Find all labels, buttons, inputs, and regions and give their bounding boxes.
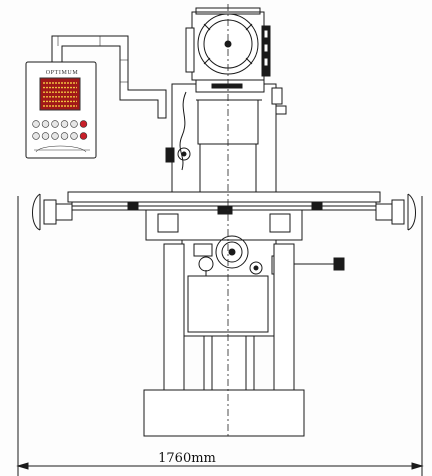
control-button[interactable] [60,120,69,128]
knee-gear [215,235,249,269]
dimension-arrow-left [16,462,29,470]
left-handwheel [32,193,41,231]
control-button[interactable] [70,132,78,140]
control-button[interactable] [51,120,59,128]
control-button[interactable] [60,132,69,140]
control-button[interactable] [32,120,40,128]
cable-conduit [51,35,167,119]
column-left-face [163,243,185,391]
control-panel: OPTIMUM [25,61,97,159]
machine-base [143,243,305,437]
dimension-width-label: 1760mm [158,451,216,466]
dimension-arrow-right [411,462,424,470]
base-plinth [143,389,305,437]
control-button[interactable] [41,120,50,128]
control-button[interactable] [41,132,50,140]
knee-assembly [181,235,345,337]
work-table [32,191,416,241]
control-buttons [32,120,88,140]
stop-button[interactable] [79,132,88,140]
machine-column [165,79,287,195]
control-button[interactable] [51,132,59,140]
control-button[interactable] [70,120,78,128]
column-right-face [273,243,295,391]
quill-feed-knob [177,147,191,161]
right-handwheel [407,193,416,231]
table-top [67,191,381,203]
brand-label: OPTIMUM [46,70,79,76]
display-readout-lines [43,82,77,107]
width-dimension: 1760mm [16,196,424,476]
stop-button[interactable] [79,120,88,128]
control-button[interactable] [32,132,40,140]
